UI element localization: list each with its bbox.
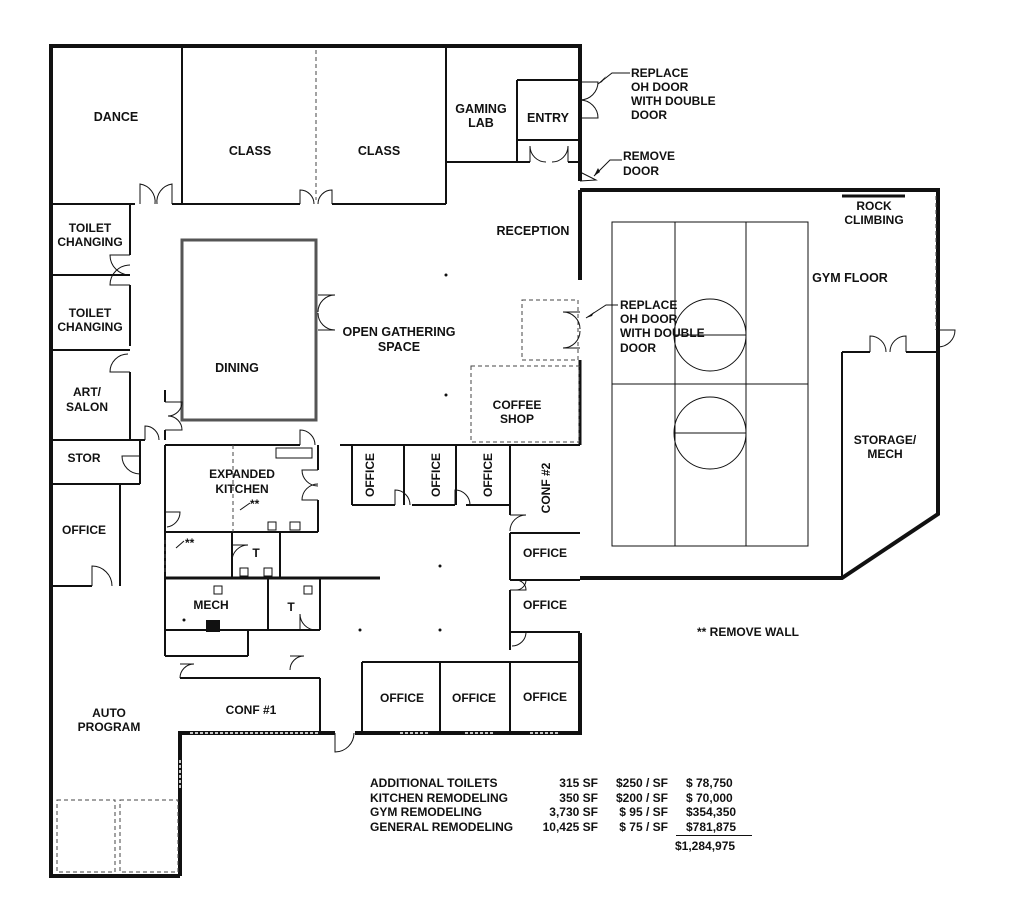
note-remove-door: REMOVE: [623, 149, 675, 163]
cost-rate: $ 75 / SF: [619, 819, 668, 834]
note-replace-oh-door-gym: OH DOOR: [620, 312, 678, 326]
cost-area: 3,730 SF: [549, 805, 598, 820]
room-label-gaming-lab: LAB: [468, 116, 494, 130]
note-replace-oh-door-gym: WITH DOUBLE: [620, 326, 705, 340]
room-label-art-salon: SALON: [66, 400, 108, 414]
cost-item: ADDITIONAL TOILETS: [370, 776, 498, 790]
note-replace-oh-door: WITH DOUBLE: [631, 94, 716, 108]
room-label-conf-1: CONF #1: [226, 703, 277, 717]
cost-total: $1,284,975: [675, 839, 736, 853]
note-replace-oh-door-gym: REPLACE: [620, 298, 677, 312]
room-label-office: OFFICE: [523, 690, 567, 704]
cost-item: GYM REMODELING: [370, 805, 483, 820]
exterior-walls: [49, 44, 940, 878]
cost-rate: $ 95 / SF: [619, 805, 668, 820]
room-label-auto-program: AUTO: [92, 706, 126, 720]
room-label-toilet: T: [287, 600, 295, 614]
room-label-office: OFFICE: [380, 691, 424, 705]
room-label-stor: STOR: [67, 451, 100, 465]
cost-amount: $354,350: [686, 805, 737, 820]
room-label-class: CLASS: [358, 144, 400, 158]
cost-area: 10,425 SF: [542, 819, 598, 834]
room-label-dance: DANCE: [94, 110, 138, 124]
cost-amount: $ 70,000: [686, 790, 733, 805]
room-label-storage-mech: MECH: [867, 447, 902, 461]
basketball-court: [611, 221, 809, 547]
note-remove-wall-marker: **: [250, 497, 260, 511]
cost-item: GENERAL REMODELING: [370, 819, 514, 834]
room-label-expanded-kitchen: EXPANDED: [209, 467, 275, 481]
room-label-office: OFFICE: [363, 453, 377, 497]
cost-area: 350 SF: [559, 790, 598, 805]
room-label-reception: RECEPTION: [497, 224, 570, 238]
note-replace-oh-door: REPLACE: [631, 66, 688, 80]
room-label-office: OFFICE: [62, 523, 106, 537]
window-marks: [179, 732, 560, 790]
room-label-office: OFFICE: [452, 691, 496, 705]
room-label-toilet-changing: CHANGING: [57, 235, 122, 249]
cost-item: KITCHEN REMODELING: [370, 790, 508, 805]
room-label-toilet-changing: TOILET: [69, 221, 112, 235]
room-label-dining: DINING: [215, 361, 259, 375]
room-label-open-gathering: OPEN GATHERING: [343, 325, 456, 339]
room-label-coffee-shop: SHOP: [500, 412, 534, 426]
note-replace-oh-door: OH DOOR: [631, 80, 689, 94]
doors: [91, 81, 956, 753]
notes: REPLACE OH DOOR WITH DOUBLE DOOR REMOVE …: [185, 66, 799, 639]
room-label-gaming-lab: GAMING: [455, 102, 506, 116]
room-label-gym-floor: GYM FLOOR: [812, 271, 888, 285]
room-label-rock-climbing: CLIMBING: [844, 213, 903, 227]
room-label-mech: MECH: [193, 598, 228, 612]
room-label-auto-program: PROGRAM: [78, 720, 141, 734]
room-label-open-gathering: SPACE: [378, 340, 420, 354]
dashed-lines: [56, 50, 937, 873]
cost-area: 315 SF: [559, 776, 598, 790]
room-label-toilet-changing: CHANGING: [57, 320, 122, 334]
room-label-office: OFFICE: [523, 546, 567, 560]
note-replace-oh-door: DOOR: [631, 108, 667, 122]
room-label-expanded-kitchen: KITCHEN: [215, 482, 268, 496]
room-label-rock-climbing: ROCK: [856, 199, 892, 213]
room-label-coffee-shop: COFFEE: [493, 398, 542, 412]
cost-rate: $250 / SF: [615, 776, 668, 790]
room-labels: DANCE CLASS CLASS GAMING LAB ENTRY TOILE…: [57, 102, 917, 734]
note-remove-wall-marker: **: [185, 536, 195, 550]
room-label-toilet: T: [252, 546, 260, 560]
room-label-conf-2: CONF #2: [539, 462, 553, 513]
room-label-office: OFFICE: [523, 598, 567, 612]
room-label-storage-mech: STORAGE/: [854, 433, 917, 447]
room-label-office: OFFICE: [481, 453, 495, 497]
interior-walls: [51, 46, 938, 733]
note-replace-oh-door-gym: DOOR: [620, 341, 656, 355]
room-label-entry: ENTRY: [527, 111, 570, 125]
room-label-class: CLASS: [229, 144, 271, 158]
room-label-toilet-changing: TOILET: [69, 306, 112, 320]
cost-rate: $200 / SF: [615, 790, 668, 805]
fixtures: [182, 273, 448, 632]
total-rule: [676, 835, 752, 836]
cost-amount: $ 78,750: [686, 776, 733, 790]
room-label-art-salon: ART/: [73, 385, 102, 399]
cost-amount: $781,875: [686, 819, 737, 834]
note-arrows: [175, 72, 630, 549]
note-remove-door: DOOR: [623, 164, 659, 178]
note-remove-wall: ** REMOVE WALL: [697, 625, 799, 639]
room-label-office: OFFICE: [429, 453, 443, 497]
